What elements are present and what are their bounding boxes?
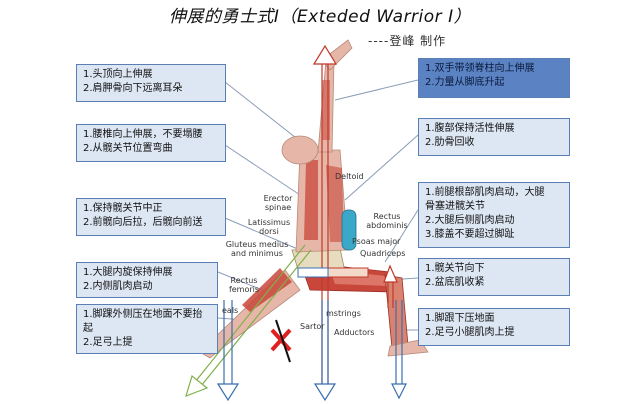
label-erector-spinae: Erector spinae bbox=[263, 194, 293, 212]
note-line: 1.脚跟下压地面 bbox=[425, 313, 495, 324]
label-psoas-major: Psoas major bbox=[352, 237, 401, 246]
front-shin-arrows bbox=[383, 264, 407, 400]
label-soleus: eals bbox=[222, 306, 239, 315]
note-line: 2.内侧肌肉启动 bbox=[83, 281, 153, 292]
note-line: 1.腰椎向上伸展，不要塌腰 bbox=[83, 129, 203, 140]
connector-lines bbox=[217, 79, 419, 331]
rear-leg-arrow bbox=[185, 244, 312, 397]
rear-foot-arrow bbox=[216, 300, 240, 402]
label-latissimus-dorsi: Latissimus dorsi bbox=[247, 218, 291, 236]
note-line: 2.肋骨回收 bbox=[425, 137, 475, 148]
note-box-thigh: 1.大腿内旋保持伸展 2.内侧肌肉启动 bbox=[76, 262, 218, 298]
author-credit: ----登峰 制作 bbox=[368, 34, 447, 48]
note-box-head: 1.头顶向上伸展 2.肩胛骨向下远离耳朵 bbox=[76, 64, 226, 102]
note-line: 起 bbox=[83, 323, 93, 334]
note-line: 1.前腿根部肌肉启动，大腿 bbox=[425, 187, 545, 198]
note-line: 骨塞进髋关节 bbox=[425, 201, 485, 212]
note-line: 2.足弓上提 bbox=[83, 337, 133, 348]
cross-mark-icon bbox=[270, 319, 292, 363]
label-hamstrings: mstrings bbox=[326, 309, 361, 318]
note-line: 2.从髋关节位置弯曲 bbox=[83, 143, 173, 154]
note-box-ankle: 1.脚踝外侧压在地面不要抬 起 2.足弓上提 bbox=[76, 304, 218, 354]
central-axis-arrow bbox=[312, 44, 338, 402]
diagram-title: 伸展的勇士式Ⅰ（Exteded Warrior Ⅰ） bbox=[168, 7, 472, 27]
note-line: 2.足弓小腿肌肉上提 bbox=[425, 327, 515, 338]
note-line: 2.肩胛骨向下远离耳朵 bbox=[83, 83, 183, 94]
note-box-heel: 1.脚跟下压地面 2.足弓小腿肌肉上提 bbox=[418, 308, 570, 346]
note-box-abdomen: 1.腹部保持活性伸展 2.肋骨回收 bbox=[418, 118, 570, 156]
note-box-hip-neutral: 1.保持髋关节中正 2.前髋向后拉，后髋向前送 bbox=[76, 198, 226, 236]
note-line: 1.双手带领脊柱向上伸展 bbox=[425, 63, 535, 74]
note-line: 3.膝盖不要超过脚趾 bbox=[425, 229, 515, 240]
note-line: 1.髋关节向下 bbox=[425, 263, 485, 274]
note-line: 2.前髋向后拉，后髋向前送 bbox=[83, 217, 203, 228]
note-box-pelvis: 1.髋关节向下 2.盆底肌收紧 bbox=[418, 258, 570, 296]
label-adductors: Adductors bbox=[334, 328, 375, 337]
note-box-arms: 1.双手带领脊柱向上伸展 2.力量从脚底升起 bbox=[418, 58, 570, 98]
note-line: 1.脚踝外侧压在地面不要抬 bbox=[83, 309, 203, 320]
note-line: 1.腹部保持活性伸展 bbox=[425, 123, 515, 134]
label-quadriceps: Quadriceps bbox=[360, 249, 406, 258]
label-rectus-femoris: Rectus femoris bbox=[228, 276, 260, 294]
note-line: 2.盆底肌收紧 bbox=[425, 277, 485, 288]
note-line: 1.大腿内旋保持伸展 bbox=[83, 267, 173, 278]
note-line: 2.力量从脚底升起 bbox=[425, 77, 505, 88]
label-deltoid: Deltoid bbox=[335, 172, 364, 181]
label-rectus-abdominis: Rectus abdominis bbox=[366, 212, 408, 230]
note-line: 2.大腿后侧肌肉启动 bbox=[425, 215, 515, 226]
note-box-front-leg: 1.前腿根部肌肉启动，大腿 骨塞进髋关节 2.大腿后侧肌肉启动 3.膝盖不要超过… bbox=[418, 182, 570, 248]
note-line: 1.头顶向上伸展 bbox=[83, 69, 153, 80]
label-gluteus: Gluteus medius and minimus bbox=[225, 240, 289, 258]
note-box-lumbar: 1.腰椎向上伸展，不要塌腰 2.从髋关节位置弯曲 bbox=[76, 124, 226, 162]
note-line: 1.保持髋关节中正 bbox=[83, 203, 163, 214]
hip-bar bbox=[297, 267, 369, 278]
label-sartorius: Sartor bbox=[300, 322, 325, 331]
